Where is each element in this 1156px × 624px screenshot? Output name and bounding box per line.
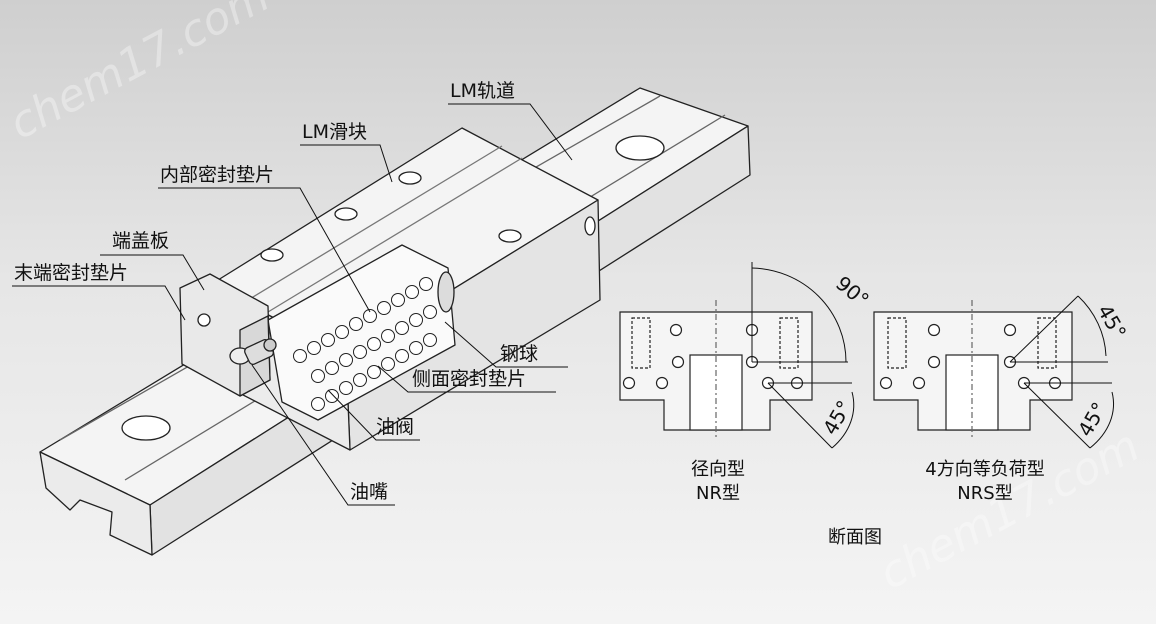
leader-lines xyxy=(12,103,573,506)
tapped-hole xyxy=(498,229,522,243)
section-model-nrs: NRS型 xyxy=(957,483,1013,504)
section-caption: 断面图 xyxy=(828,527,882,548)
angle-label: 90° xyxy=(831,271,874,312)
steel-balls xyxy=(293,277,437,411)
rail-mount-hole xyxy=(121,415,171,441)
label-inner-seal: 内部密封垫片 xyxy=(160,164,275,186)
rail-mount-hole xyxy=(615,135,665,161)
label-end-seal: 末端密封垫片 xyxy=(14,262,129,284)
label-end-plate: 端盖板 xyxy=(112,230,170,252)
return-hole xyxy=(437,271,455,313)
angle-label: 45° xyxy=(818,396,857,439)
watermark: chem17.com xyxy=(871,420,1147,599)
grease-nipple xyxy=(229,338,277,365)
angle-label: 45° xyxy=(1093,300,1132,343)
section-title-nr: 径向型 xyxy=(691,459,745,480)
tapped-hole xyxy=(398,171,422,185)
tapped-hole xyxy=(260,248,284,262)
label-steel-ball: 钢球 xyxy=(500,343,539,365)
watermark: chem17.com xyxy=(1,0,277,150)
section-nrs xyxy=(873,295,1115,449)
label-lm-block: LM滑块 xyxy=(302,121,367,143)
label-side-seal: 侧面密封垫片 xyxy=(412,368,527,390)
section-nr xyxy=(619,262,855,449)
section-title-nrs: 4方向等负荷型 xyxy=(925,459,1045,480)
tapped-hole xyxy=(334,207,358,221)
label-grease-nipple: 油嘴 xyxy=(350,481,389,503)
side-hole xyxy=(584,216,596,236)
label-lm-rail: LM轨道 xyxy=(450,80,515,102)
section-model-nr: NR型 xyxy=(696,483,740,504)
label-oil-valve: 油阀 xyxy=(376,416,415,438)
